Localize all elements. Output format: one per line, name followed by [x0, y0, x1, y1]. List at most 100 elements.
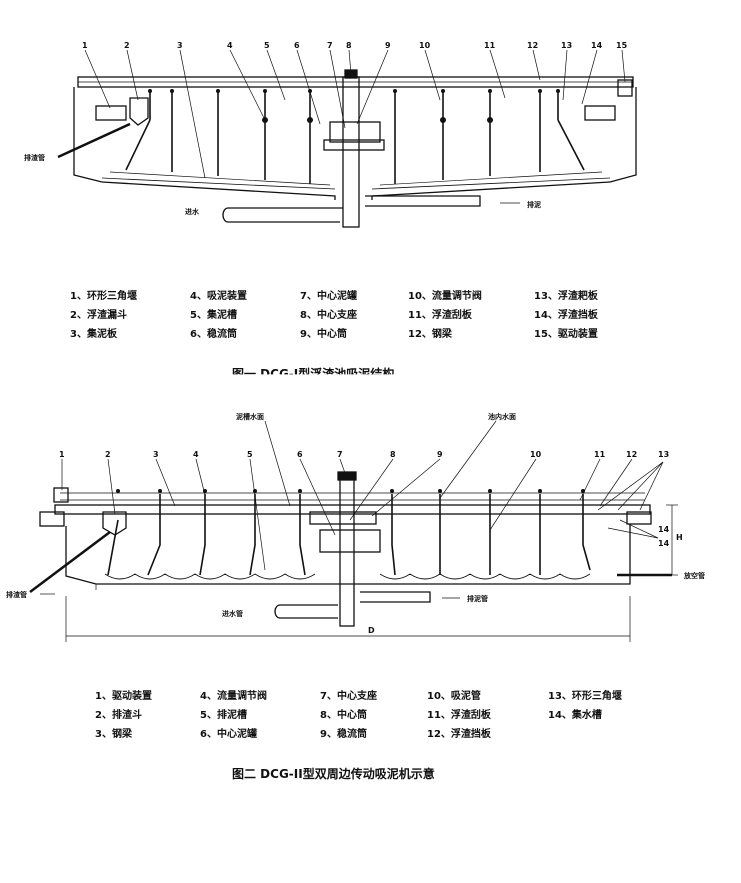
- figure2-labels: 1 2 3 4 5 6 7 8 9 10 11 12 13 14 14 泥槽水面…: [6, 412, 705, 635]
- fig2-legend-item: 6、中心泥罐: [200, 729, 257, 740]
- fig2-num-10: 10: [530, 450, 542, 459]
- fig1-legend-item: 1、环形三角堰: [70, 291, 137, 302]
- fig2-legend-item: 13、环形三角堰: [548, 691, 622, 702]
- fig1-legend-item: 8、中心支座: [300, 310, 357, 321]
- fig2-trough-right: [626, 511, 652, 525]
- fig2-trough-left: [39, 511, 65, 527]
- fig1-triangle-weir-left: [95, 105, 127, 121]
- fig1-scum-pipe-label: 排渣管: [24, 153, 45, 162]
- fig2-inlet-pipe: [274, 604, 338, 619]
- fig2-drive-unit: [53, 487, 69, 503]
- fig2-num-14a: 14: [658, 525, 670, 534]
- fig1-legend-item: 12、钢梁: [408, 329, 452, 340]
- fig1-inlet-pipe: [222, 207, 343, 223]
- figure1-number-labels: 1 2 3 4 5 6 7 8 9 10 11 12 13 14 15 排渣管 …: [24, 41, 628, 216]
- fig1-legend-item: 10、流量调节阀: [408, 291, 482, 302]
- fig1-legend-item: 3、集泥板: [70, 329, 117, 340]
- figure1-drawing: [57, 49, 637, 228]
- fig1-num-7: 7: [327, 41, 333, 50]
- fig1-legend-item: 7、中心泥罐: [300, 291, 357, 302]
- fig1-scum-hopper: [129, 97, 149, 126]
- fig2-legend-item: 5、排泥槽: [200, 710, 247, 721]
- fig1-center-sludge-tank: [329, 121, 381, 143]
- fig2-scum-pipe-label: 排渣管: [6, 590, 27, 599]
- fig1-left-wall: [73, 87, 103, 183]
- fig1-legend-item: 6、稳流筒: [190, 329, 237, 340]
- fig1-legend-item: 4、吸泥装置: [190, 291, 247, 302]
- fig1-num-8: 8: [346, 41, 352, 50]
- fig1-legend-item: 15、驱动装置: [534, 329, 598, 340]
- fig1-legend-item: 5、集泥槽: [190, 310, 237, 321]
- fig1-num-10: 10: [419, 41, 431, 50]
- fig2-legend-item: 3、钢梁: [95, 729, 132, 740]
- fig2-num-4: 4: [193, 450, 199, 459]
- fig2-legend-item: 10、吸泥管: [427, 691, 481, 702]
- fig2-num-5: 5: [247, 450, 253, 459]
- fig1-bottom-left: [101, 181, 336, 200]
- fig2-legend-item: 1、驱动装置: [95, 691, 152, 702]
- fig2-center-sludge-tank: [319, 529, 381, 553]
- fig2-legend-item: 7、中心支座: [320, 691, 377, 702]
- fig2-num-6: 6: [297, 450, 303, 459]
- fig2-scum-pipe: [29, 531, 111, 593]
- fig1-sludge-pipe: [365, 195, 481, 207]
- fig2-tank-outline: [65, 524, 631, 585]
- fig1-sludge-out-label: 排泥: [527, 200, 541, 209]
- fig2-legend-item: 2、排渣斗: [95, 710, 142, 721]
- fig1-num-1: 1: [82, 41, 88, 50]
- fig2-num-13: 13: [658, 450, 669, 459]
- fig2-steel-beam: [54, 504, 651, 515]
- fig2-legend-item: 11、浮渣刮板: [427, 710, 491, 721]
- fig1-legend-item: 13、浮渣耙板: [534, 291, 598, 302]
- fig1-legend-item: 14、浮渣挡板: [534, 310, 598, 321]
- fig1-scum-pipe: [57, 122, 131, 159]
- fig2-num-14b: 14: [658, 539, 670, 548]
- figure2-drawing: [29, 420, 678, 642]
- fig1-drive-unit: [617, 79, 633, 97]
- fig2-caption: 图二 DCG-II型双周边传动吸泥机示意: [232, 767, 435, 781]
- fig1-center-column: [342, 76, 360, 228]
- fig2-legend-item: 12、浮渣挡板: [427, 729, 491, 740]
- fig1-num-15: 15: [616, 41, 628, 50]
- fig2-num-2: 2: [105, 450, 111, 459]
- fig1-stilling-well: [323, 139, 385, 151]
- fig1-legend-item: 9、中心筒: [300, 329, 347, 340]
- fig2-num-3: 3: [153, 450, 159, 459]
- fig1-num-3: 3: [177, 41, 183, 50]
- fig1-caption: 图一 DCG-I型浮渣池吸泥结构: [232, 367, 395, 381]
- fig1-bottom-right: [371, 181, 611, 200]
- fig1-num-4: 4: [227, 41, 233, 50]
- fig2-scum-hopper: [102, 511, 127, 536]
- fig2-sludge-pipe: [360, 591, 431, 603]
- fig2-legend-item: 14、集水槽: [548, 710, 602, 721]
- fig2-num-9: 9: [437, 450, 443, 459]
- fig1-num-9: 9: [385, 41, 391, 50]
- fig2-dim-H-label: H: [676, 533, 683, 542]
- fig1-triangle-weir-right: [584, 105, 616, 121]
- fig2-inflow-pipe-label: 进水管: [222, 609, 243, 618]
- fig2-num-1: 1: [59, 450, 65, 459]
- fig1-num-13: 13: [561, 41, 572, 50]
- fig2-legend-item: 4、流量调节阀: [200, 691, 267, 702]
- fig2-num-8: 8: [390, 450, 396, 459]
- fig1-num-14: 14: [591, 41, 603, 50]
- fig2-sludge-level-label: 泥槽水面: [236, 412, 264, 421]
- fig1-num-12: 12: [527, 41, 538, 50]
- fig2-drain-pipe-label: 放空管: [683, 571, 705, 580]
- fig1-num-2: 2: [124, 41, 130, 50]
- fig2-num-11: 11: [594, 450, 606, 459]
- fig2-sludge-pipe-label: 排泥管: [467, 594, 488, 603]
- fig2-legend-item: 9、稳流筒: [320, 729, 367, 740]
- fig2-legend-item: 8、中心筒: [320, 710, 367, 721]
- fig1-inflow-label: 进水: [185, 207, 200, 216]
- fig1-num-6: 6: [294, 41, 300, 50]
- fig1-legend-item: 2、浮渣漏斗: [70, 310, 127, 321]
- fig2-num-12: 12: [626, 450, 637, 459]
- fig1-right-wall: [609, 87, 637, 183]
- fig1-num-5: 5: [264, 41, 270, 50]
- fig1-legend-item: 11、浮渣刮板: [408, 310, 472, 321]
- fig2-stilling-well: [309, 511, 377, 525]
- fig2-num-7: 7: [337, 450, 343, 459]
- fig2-dim-D-label: D: [368, 626, 375, 635]
